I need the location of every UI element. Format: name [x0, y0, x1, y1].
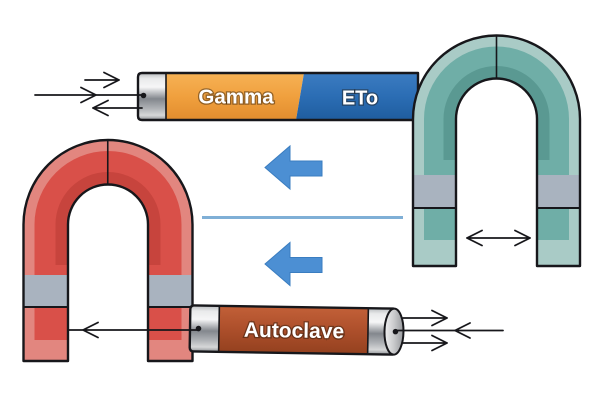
gamma-label: Gamma [198, 86, 274, 109]
gamma-segment [166, 73, 304, 120]
flow-arrow-upper-left-icon [264, 144, 323, 191]
rays-in-out-arrows-left-icon [34, 71, 144, 117]
through-legs-arrow-icon [67, 321, 199, 339]
bar-left-cap [138, 73, 166, 120]
red-body-inner-shade [55, 172, 161, 265]
flow-arrow-lower-left-icon [264, 241, 323, 287]
teal-outline [411, 34, 582, 268]
eto-label: ETo [342, 88, 378, 110]
autoclave-segment [218, 305, 369, 355]
autoclave-label: Autoclave [244, 319, 345, 344]
teal-body-inner-shade [443, 66, 550, 160]
eto-segment [296, 73, 418, 120]
autoclave-bar: Autoclave [188, 304, 405, 356]
bar-left-cap [189, 305, 220, 352]
bar-outline [188, 304, 395, 356]
red-pole-band-left [23, 275, 68, 307]
bar-outline [136, 71, 420, 122]
red-outline [22, 138, 194, 363]
red-horseshoe-magnet [22, 138, 194, 363]
teal-pole-band-left [413, 175, 456, 208]
teal-pole-band-right [537, 175, 580, 208]
gamma-eto-bar: Gamma ETo [136, 71, 420, 122]
red-pole-band-right [148, 275, 193, 307]
cap-divider-left [217, 306, 221, 351]
cap-divider-right [366, 309, 370, 354]
cap-center-dot-right [392, 328, 399, 335]
teal-horseshoe-magnet [411, 34, 582, 268]
pole-gap-double-arrow-icon [466, 229, 531, 247]
rays-in-out-arrows-right-icon [397, 309, 504, 352]
